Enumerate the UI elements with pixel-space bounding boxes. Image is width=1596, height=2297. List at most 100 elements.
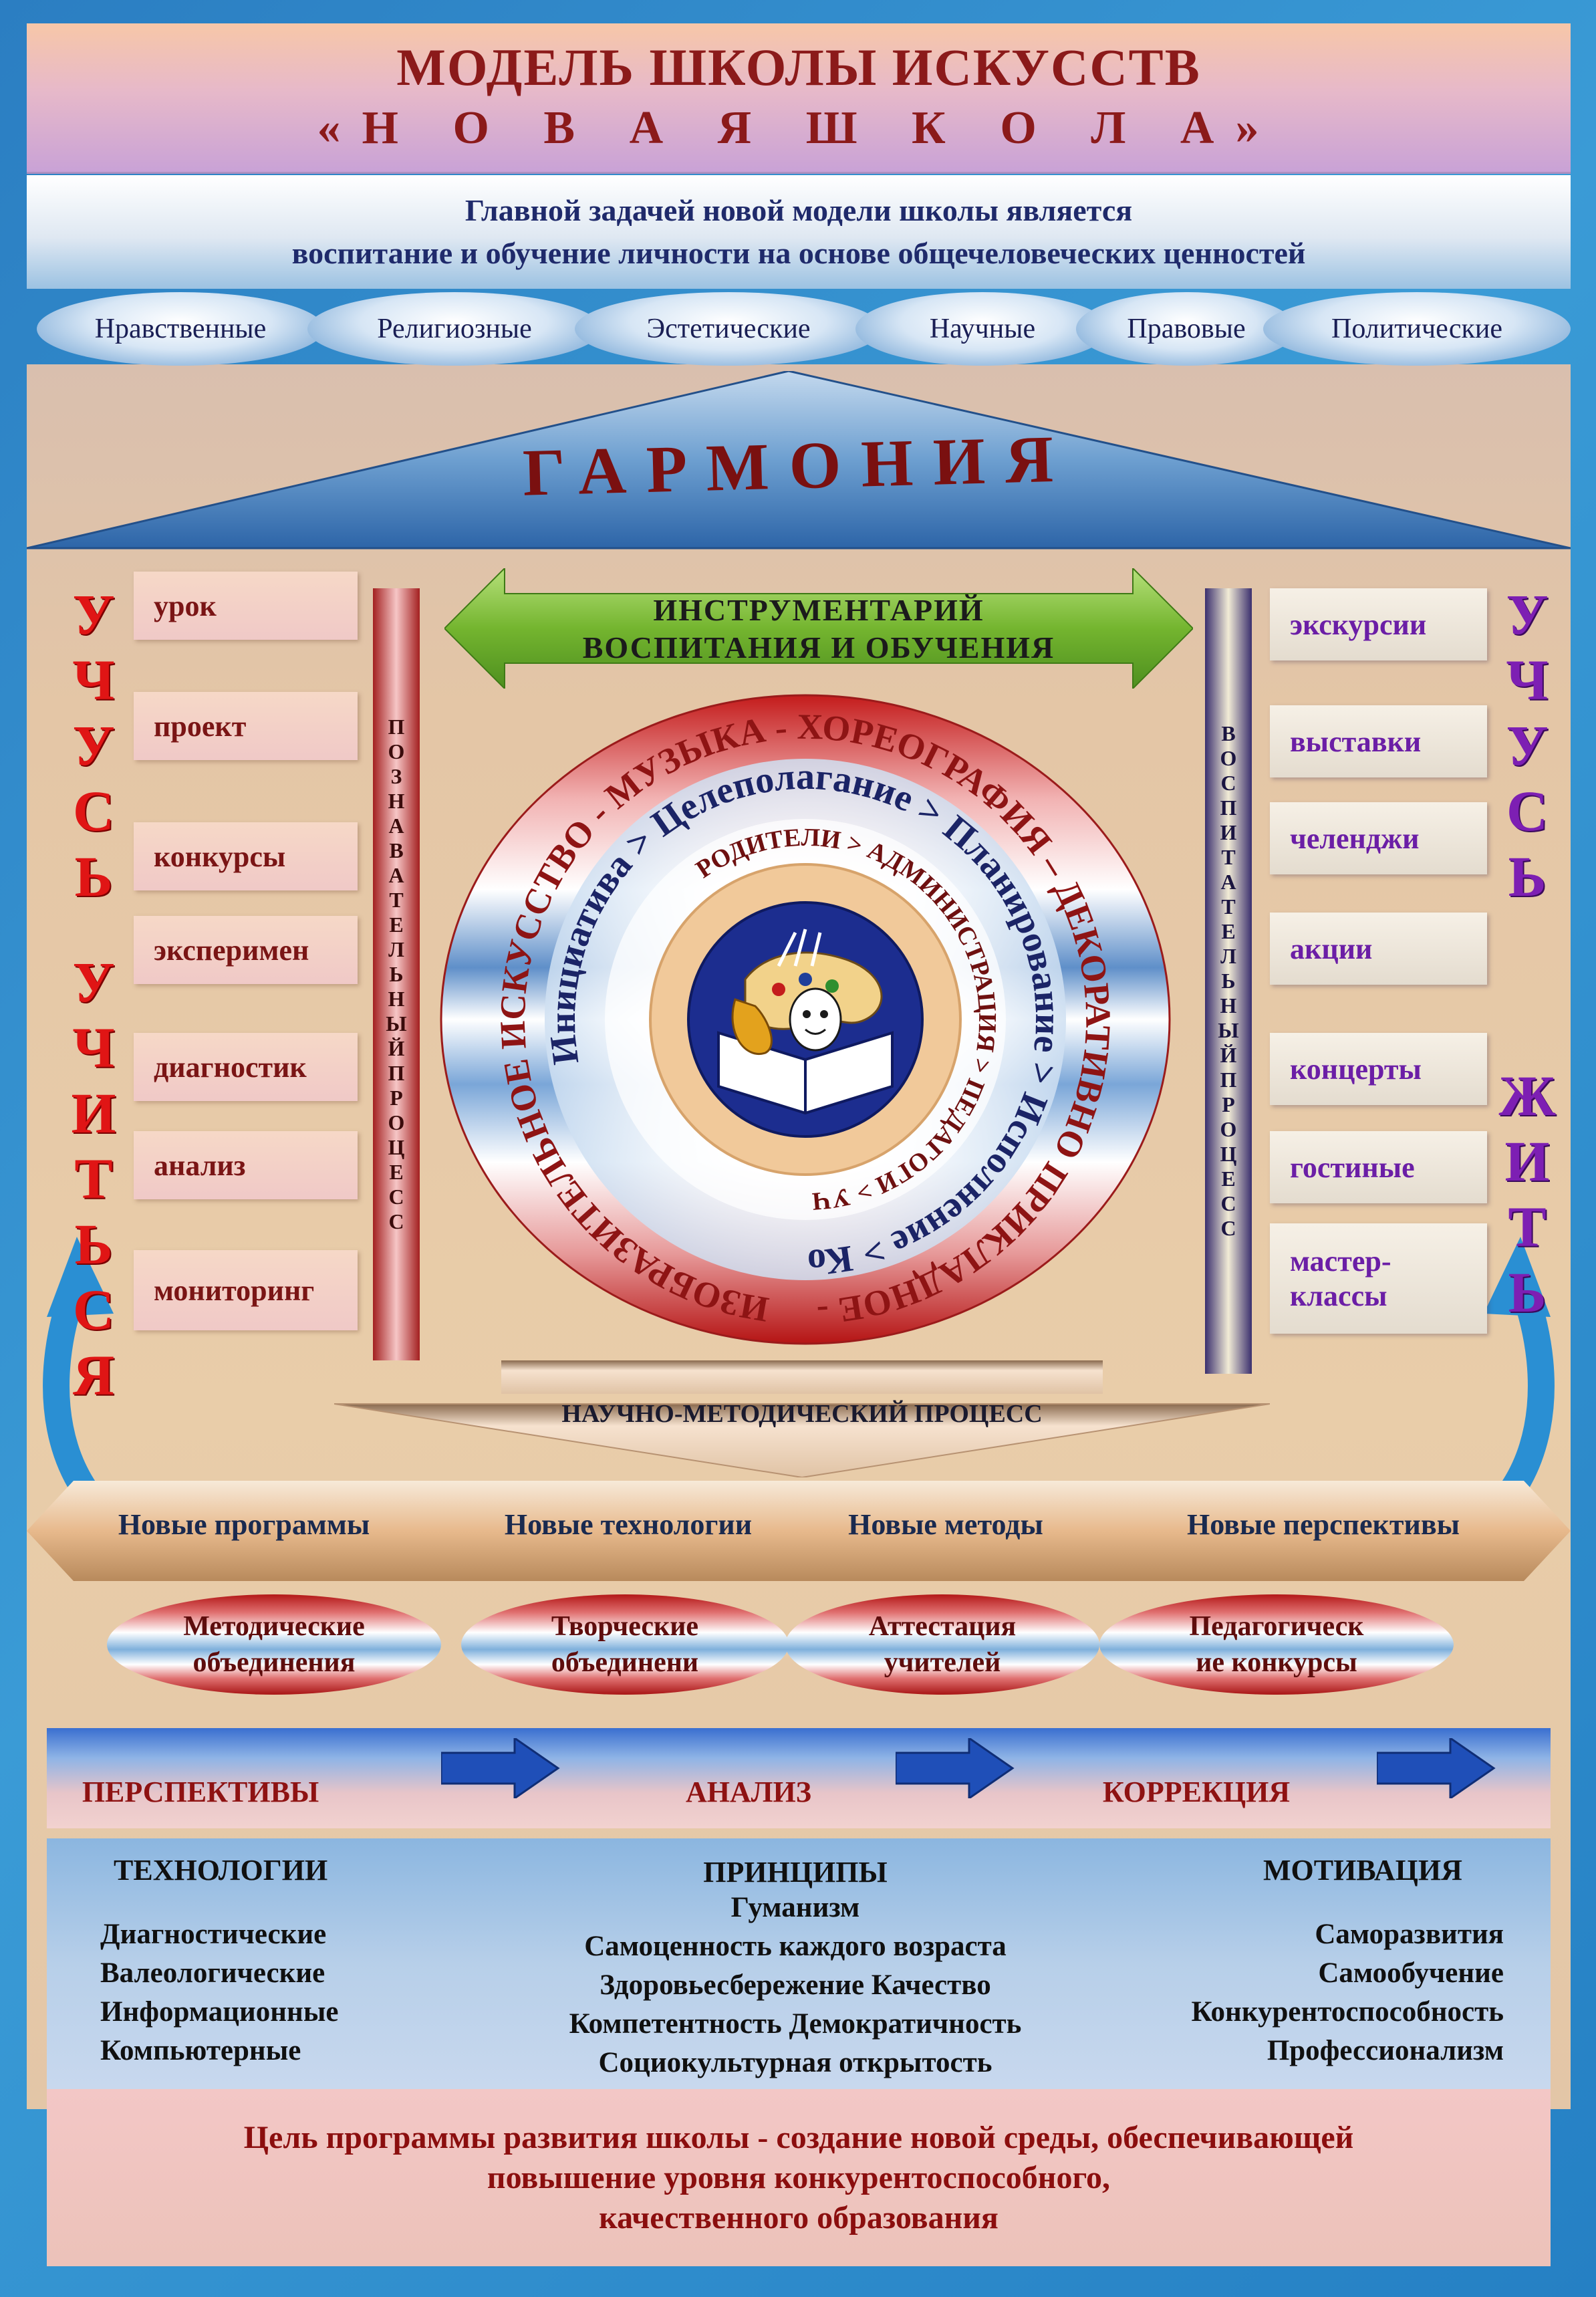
right-letter: Ь: [1508, 1260, 1547, 1324]
instrument-line-2: ВОСПИТАНИЯ И ОБУЧЕНИЯ: [582, 630, 1055, 664]
methodical-process-label: НАУЧНО-МЕТОДИЧЕСКИЙ ПРОЦЕСС: [561, 1400, 1043, 1428]
right-letter: С: [1506, 779, 1549, 843]
central-circle: ИЗОБРАЗИТЕЛЬНОЕ ИСКУССТВО - МУЗЫКА - ХОР…: [431, 685, 1171, 1345]
goal-section: Цель программы развития школы - создание…: [47, 2089, 1551, 2266]
right-box-exhibitions: выставки: [1270, 705, 1487, 777]
motivation-item: Конкурентоспособность: [1191, 1996, 1504, 2028]
right-letter: Т: [1508, 1195, 1547, 1259]
pill-line: объединения: [192, 1647, 356, 1678]
left-box-contests: конкурсы: [134, 822, 358, 890]
left-letter: У: [72, 713, 115, 777]
pill-line: Методические: [183, 1611, 365, 1642]
pillar-educational-label: ВОСПИТАТЕЛЬНЫЙПРОЦЕСС: [1218, 721, 1239, 1240]
left-letter: Ь: [74, 1212, 113, 1276]
value-aesthetic: Эстетические: [575, 292, 882, 366]
left-box-analysis: анализ: [134, 1131, 358, 1199]
left-letter: С: [72, 779, 115, 843]
right-box-challenges: челенджи: [1270, 802, 1487, 874]
left-box-monitoring: мониторинг: [134, 1250, 358, 1330]
right-box-actions: акции: [1270, 913, 1487, 985]
left-letter: Ч: [72, 648, 115, 712]
process-perspectives: ПЕРСПЕКТИВЫ: [82, 1775, 319, 1808]
right-box-lounges: гостиные: [1270, 1131, 1487, 1203]
pill-line: ие конкурсы: [1196, 1647, 1357, 1678]
principle-item: Самоценность каждого возраста: [584, 1931, 1007, 1962]
motivation-list: Саморазвития Самообучение Конкурентоспос…: [1109, 1915, 1504, 2070]
technology-item: Валеологические: [100, 1957, 325, 1989]
technologies-title: ТЕХНОЛОГИИ: [114, 1854, 328, 1887]
left-letter: И: [71, 1081, 116, 1145]
process-arrow-right-icon: [896, 1738, 1015, 1798]
principle-item: Компетентность Демократичность: [569, 2008, 1022, 2040]
direction-new-programs: Новые программы: [118, 1507, 370, 1541]
right-letter: Ч: [1506, 648, 1549, 712]
pill-line: Аттестация: [868, 1611, 1017, 1642]
left-letter: У: [72, 950, 115, 1014]
right-letter: У: [1506, 582, 1549, 646]
technologies-list: Диагностические Валеологические Информац…: [100, 1915, 475, 2070]
right-box-concerts: концерты: [1270, 1033, 1487, 1105]
instrument-label: ИНСТРУМЕНТАРИЙ ВОСПИТАНИЯ И ОБУЧЕНИЯ: [505, 592, 1133, 667]
direction-new-technologies: Новые технологии: [504, 1507, 753, 1541]
technology-item: Диагностические: [100, 1919, 327, 1950]
motivation-item: Самообучение: [1318, 1957, 1504, 1989]
technology-item: Информационные: [100, 1996, 339, 2028]
left-box-project: проект: [134, 692, 358, 760]
title-line-2: «Н О В А Я Ш К О Л А»: [317, 102, 1281, 154]
left-letters-bottom: У Ч И Т Ь С Я: [57, 949, 130, 1408]
principles-title: ПРИНЦИПЫ: [703, 1855, 888, 1889]
goal-line-1: Цель программы развития школы - создание…: [243, 2119, 1354, 2155]
pillar-educational-process: ВОСПИТАТЕЛЬНЫЙПРОЦЕСС: [1205, 588, 1252, 1374]
pillar-cognitive-process: ПОЗНАВАТЕЛЬНЫЙПРОЦЕСС: [373, 588, 420, 1360]
title-banner: МОДЕЛЬ ШКОЛЫ ИСКУССТВ «Н О В А Я Ш К О Л…: [27, 23, 1571, 174]
motivation-item: Профессионализм: [1267, 2035, 1504, 2066]
principle-item: Здоровьесбережение Качество: [600, 1969, 991, 2001]
pill-line: Творческие: [551, 1611, 699, 1642]
harmony-roof: ГАРМОНИЯ: [27, 371, 1571, 550]
right-letter: У: [1506, 713, 1549, 777]
pill-line: учителей: [884, 1647, 1001, 1678]
left-letter: Ь: [74, 844, 113, 909]
left-letter: Я: [72, 1343, 115, 1407]
process-arrow-right-icon: [441, 1738, 560, 1798]
tpm-section: [47, 1838, 1551, 2089]
value-religious: Религиозные: [307, 292, 602, 366]
instrument-double-arrow: [444, 568, 1193, 689]
value-political: Политические: [1263, 292, 1571, 366]
left-letter: Т: [74, 1146, 113, 1211]
pill-creative-associations: Творческие объединени: [461, 1594, 789, 1695]
pill-line: объединени: [551, 1647, 699, 1678]
process-analysis: АНАЛИЗ: [685, 1775, 811, 1808]
process-bar: [47, 1728, 1551, 1828]
left-letter: С: [72, 1278, 115, 1342]
pill-teacher-certification: Аттестация учителей: [785, 1594, 1099, 1695]
right-letter: Ь: [1508, 844, 1547, 909]
value-moral: Нравственные: [37, 292, 324, 366]
left-letter: Ч: [72, 1015, 115, 1080]
school-emblem-icon: [717, 929, 894, 1115]
motivation-item: Саморазвития: [1315, 1919, 1504, 1950]
left-box-lesson: урок: [134, 572, 358, 640]
right-letters-top: У Ч У С Ь: [1490, 582, 1564, 909]
principle-item: Социокультурная открытость: [598, 2047, 992, 2078]
left-box-diagnostics: диагностик: [134, 1033, 358, 1101]
left-letter: У: [72, 582, 115, 646]
goal-line-2: повышение уровня конкурентоспособного,: [487, 2159, 1111, 2195]
right-box-excursions: экскурсии: [1270, 588, 1487, 660]
direction-new-methods: Новые методы: [848, 1507, 1043, 1541]
pill-methodical-associations: Методические объединения: [107, 1594, 441, 1695]
goal-line-3: качественного образования: [599, 2199, 999, 2235]
value-legal: Правовые: [1076, 292, 1297, 366]
task-line-2: воспитание и обучение личности на основе…: [291, 236, 1306, 270]
left-box-experiment: эксперимен: [134, 916, 358, 984]
directions-band: [27, 1481, 1571, 1581]
pillar-cognitive-label: ПОЗНАВАТЕЛЬНЫЙПРОЦЕСС: [386, 715, 407, 1233]
pill-line: Педагогическ: [1189, 1611, 1364, 1642]
task-line-1: Главной задачей новой модели школы являе…: [464, 193, 1133, 227]
process-arrow-right-icon: [1377, 1738, 1496, 1798]
instrument-line-1: ИНСТРУМЕНТАРИЙ: [653, 593, 984, 627]
principles-list: Гуманизм Самоценность каждого возраста З…: [481, 1889, 1109, 2082]
process-correction: КОРРЕКЦИЯ: [1102, 1775, 1291, 1808]
task-banner: Главной задачей новой модели школы являе…: [27, 175, 1571, 289]
